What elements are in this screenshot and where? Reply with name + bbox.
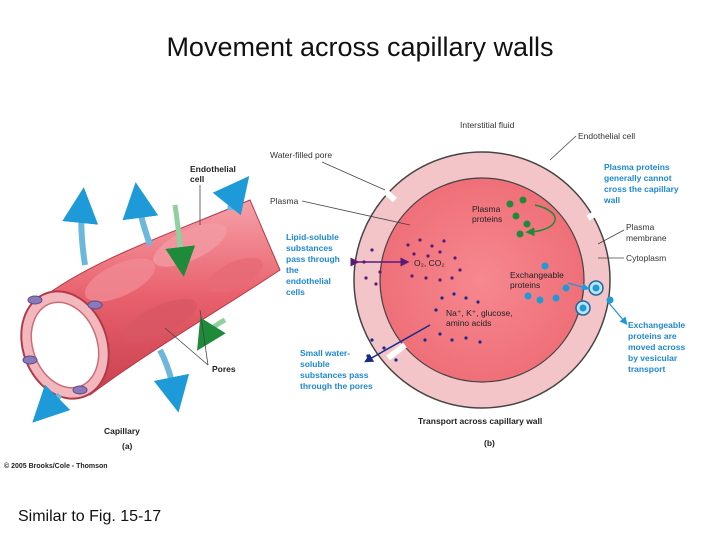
small-ions-1: Na⁺, K⁺, glucose, <box>446 308 513 318</box>
small-ions-2: amino acids <box>446 318 491 328</box>
plasma-proteins-note-3: cross the capillary <box>604 184 679 194</box>
cytoplasm-label: Cytoplasm <box>626 253 666 263</box>
vesicular-5: transport <box>628 364 665 374</box>
panel-b-caption: Transport across capillary wall <box>418 416 542 426</box>
lipid-soluble-1: Lipid-soluble <box>286 232 339 242</box>
vesicular-2: proteins are <box>628 331 677 341</box>
slide-title: Movement across capillary walls <box>166 32 554 62</box>
plasma-proteins-inside-1: Plasma <box>472 204 501 214</box>
lipid-soluble-3: pass through <box>286 254 340 264</box>
endothelial-cell-label-b: Endothelial cell <box>578 131 635 141</box>
vesicular-3: moved across <box>628 342 685 352</box>
exchangeable-proteins-inside-2: proteins <box>510 280 540 290</box>
plasma-proteins-inside-2: proteins <box>472 214 502 224</box>
lipid-soluble-2: substances <box>286 243 333 253</box>
small-water-3: substances pass <box>300 370 369 380</box>
pores-label: Pores <box>212 364 236 374</box>
lipid-soluble-5: endothelial <box>286 276 331 286</box>
plasma-proteins-note-2: generally cannot <box>604 173 672 183</box>
small-water-2: soluble <box>300 359 330 369</box>
gases-label: O₂, CO₂ <box>414 258 445 268</box>
footer-note: Similar to Fig. 15-17 <box>18 508 162 525</box>
endothelial-cell-label-a2: cell <box>190 174 204 184</box>
exchangeable-proteins-inside-1: Exchangeable <box>510 270 564 280</box>
plasma-membrane-label-1: Plasma <box>626 222 655 232</box>
small-water-4: through the pores <box>300 381 373 391</box>
cross-section <box>353 151 611 409</box>
ion-dots <box>364 292 482 363</box>
interstitial-fluid-label: Interstitial fluid <box>460 120 515 130</box>
capillary-label: Capillary <box>104 426 140 436</box>
capillary-illustration <box>20 175 281 423</box>
plasma-label: Plasma <box>270 196 299 206</box>
endothelial-cell-label-a1: Endothelial <box>190 164 236 174</box>
lipid-soluble-6: cells <box>286 287 305 297</box>
plasma-protein-dots <box>506 196 556 238</box>
plasma-membrane-label-2: membrane <box>626 233 667 243</box>
vesicular-1: Exchangeable <box>628 320 685 330</box>
panel-a-letter: (a) <box>122 441 133 451</box>
small-water-1: Small water- <box>300 348 350 358</box>
lipid-soluble-4: the <box>286 265 299 275</box>
plasma-proteins-note-4: wall <box>603 195 620 205</box>
water-filled-pore-label: Water-filled pore <box>270 150 332 160</box>
vesicular-4: by vesicular <box>628 353 678 363</box>
copyright: © 2005 Brooks/Cole - Thomson <box>4 463 108 470</box>
exchangeable-protein-dots <box>524 262 628 325</box>
panel-b-letter: (b) <box>484 438 495 448</box>
gas-dots <box>350 238 462 286</box>
plasma-proteins-note-1: Plasma proteins <box>604 162 670 172</box>
